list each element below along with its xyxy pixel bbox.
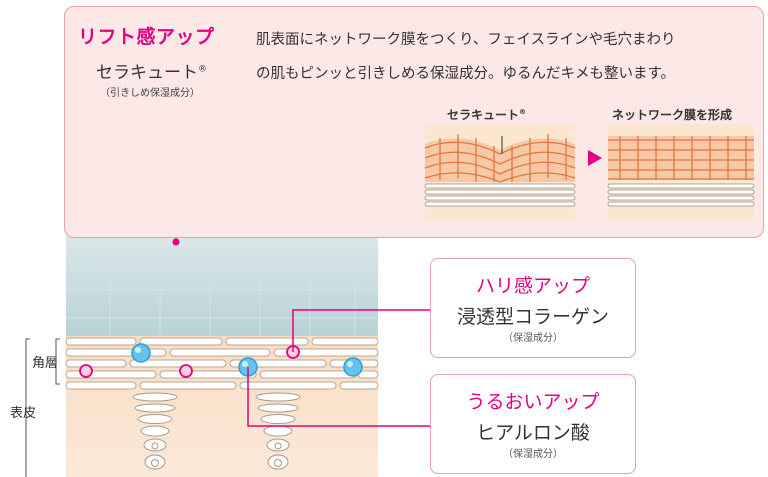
description-line-2: の肌もピンッと引きしめる保湿成分。ゆるんだキメも整います。 xyxy=(256,66,676,82)
before-label: セラキュート® xyxy=(447,106,526,123)
network-before-after-illustration xyxy=(424,124,755,220)
lift-info-panel xyxy=(64,6,764,238)
collagen-callout-title: ハリ感アップ xyxy=(475,275,590,297)
collagen-callout: ハリ感アップ 浸透型コラーゲン （保湿成分） xyxy=(430,258,636,358)
lift-title: リフト感アップ xyxy=(78,26,215,48)
epidermis-layer xyxy=(66,336,378,477)
hyaluronic-callout-title: うるおいアップ xyxy=(466,391,600,413)
after-label: ネットワーク膜を形成 xyxy=(612,108,733,122)
before-label-text: セラキュート xyxy=(447,108,520,122)
collagen-ingredient-name: 浸透型コラーゲン xyxy=(456,306,609,328)
epidermis-label: 表皮 xyxy=(10,406,37,421)
collagen-ingredient-note: （保湿成分） xyxy=(503,333,563,344)
registered-mark: ® xyxy=(198,64,207,75)
hyaluronic-ingredient-note: （保湿成分） xyxy=(503,449,563,460)
ingredient-name: セラキュート® xyxy=(96,58,207,83)
ingredient-subtitle: （引きしめ保湿成分） xyxy=(100,88,200,99)
hyaluronic-callout: うるおいアップ ヒアルロン酸 （保湿成分） xyxy=(430,374,636,474)
hyaluronic-ingredient-name: ヒアルロン酸 xyxy=(476,422,590,444)
description-line-1: 肌表面にネットワーク膜をつくり、フェイスラインや毛穴まわり xyxy=(256,32,676,48)
ingredient-name-text: セラキュート xyxy=(96,63,198,83)
stratum-corneum-label: 角層 xyxy=(32,356,59,371)
before-registered-mark: ® xyxy=(519,108,527,116)
